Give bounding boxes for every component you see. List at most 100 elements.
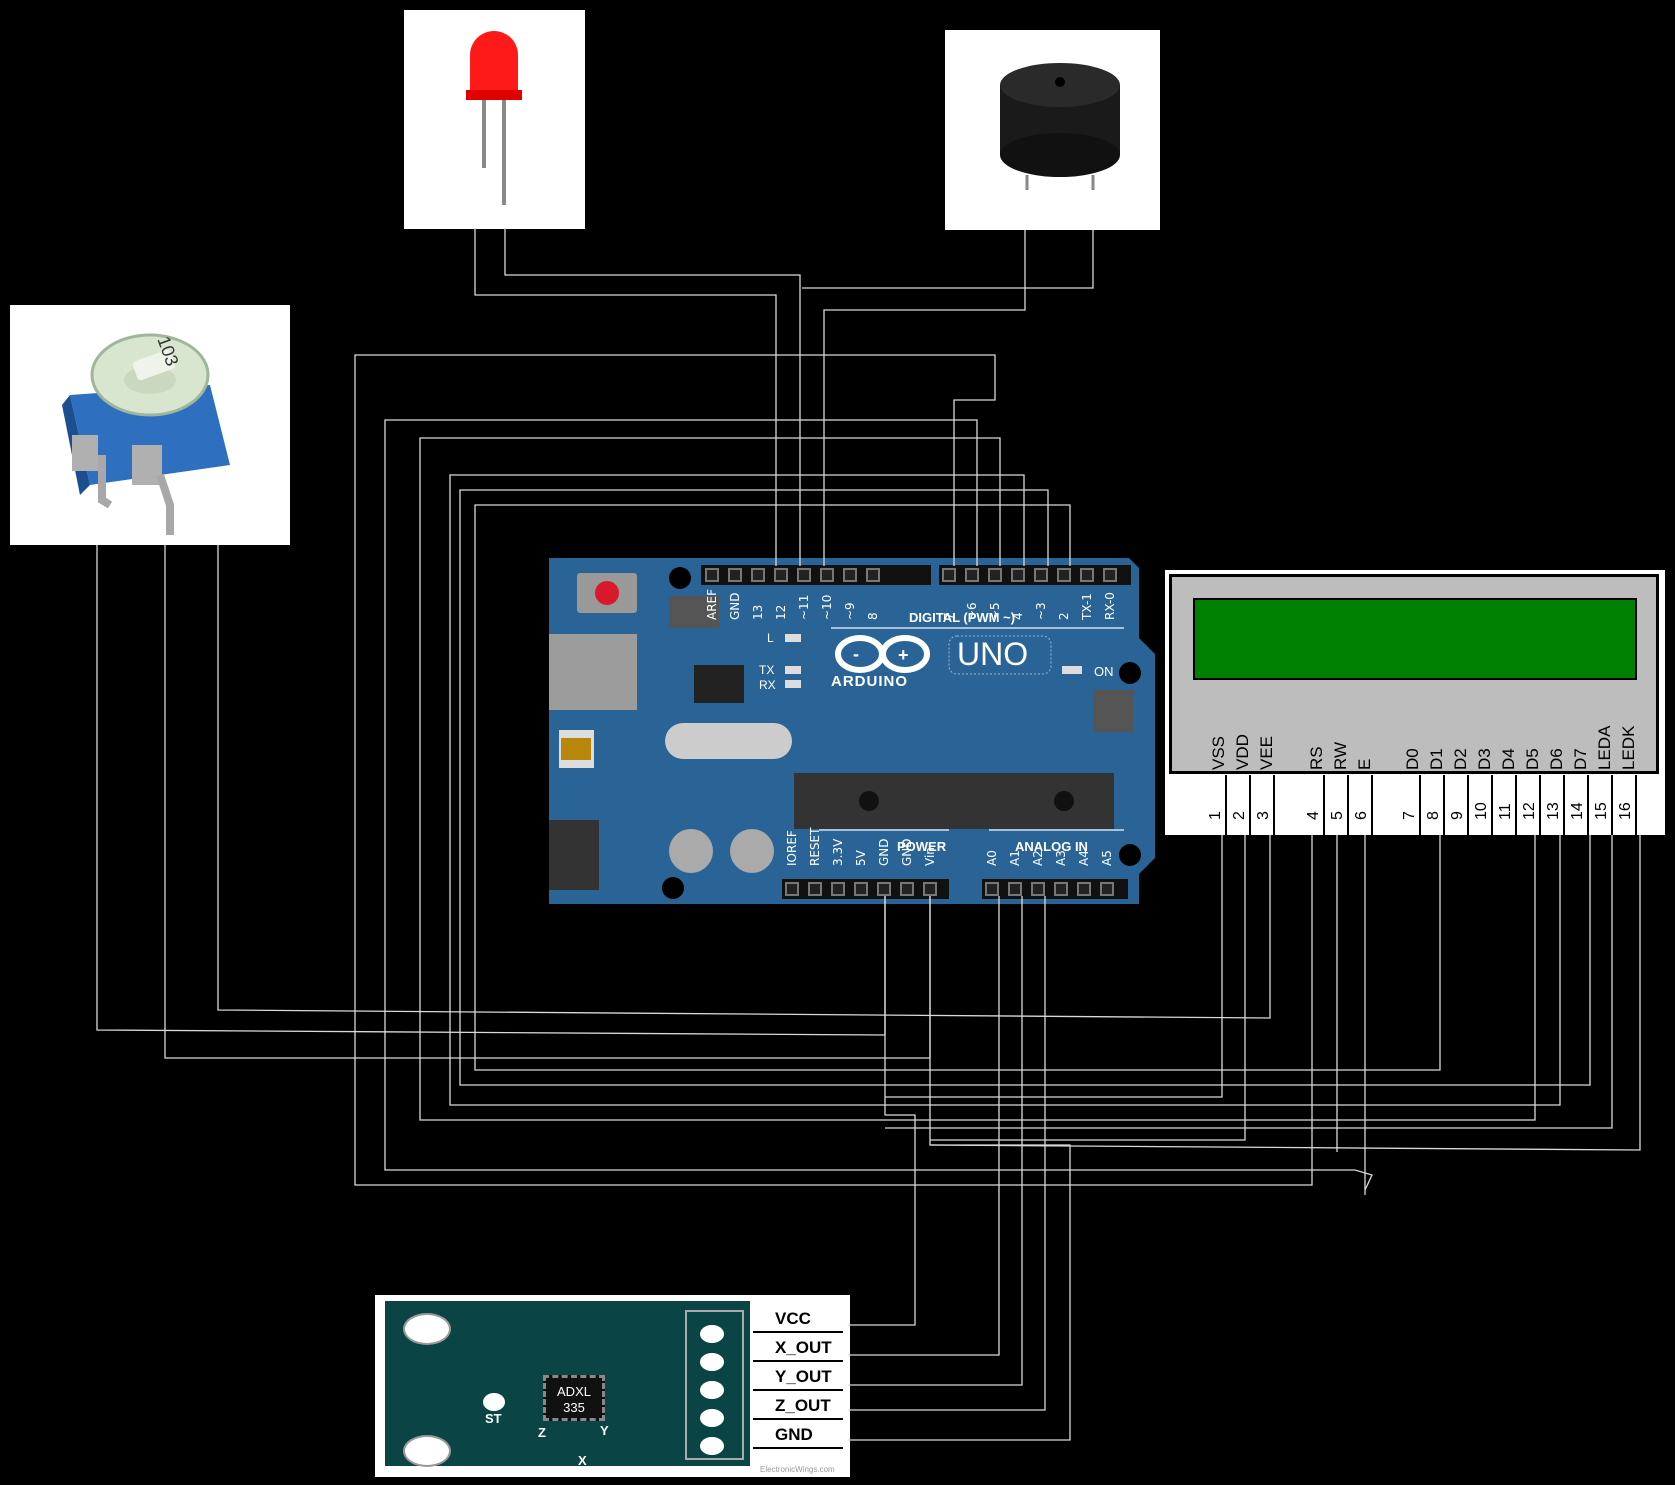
header-pin[interactable] (923, 882, 937, 896)
header-hole (700, 1437, 724, 1455)
wire-d6 (384, 419, 1373, 1191)
header-pin[interactable] (1100, 882, 1114, 896)
lcd-pin-line[interactable] (1635, 775, 1637, 835)
header-pin[interactable] (797, 568, 811, 582)
header-hole (700, 1409, 724, 1427)
accel-pin-line[interactable] (753, 1331, 843, 1333)
lcd-pin-line[interactable] (1419, 775, 1421, 835)
chip-line1: ADXL (557, 1384, 591, 1399)
axis-y: Y (600, 1423, 609, 1438)
header-pin[interactable] (1011, 568, 1025, 582)
accel-pin-line[interactable] (753, 1360, 843, 1362)
wire-lcd-vdd (930, 835, 1246, 1141)
accel-pin-label: Y_OUT (775, 1367, 832, 1386)
lcd-pin-line[interactable] (1491, 775, 1493, 835)
lcd-pin-line[interactable] (1225, 775, 1227, 835)
accel-pin-line[interactable] (753, 1389, 843, 1391)
wire-d4 (449, 474, 1561, 1106)
header-pin[interactable] (877, 882, 891, 896)
lcd-screen (1193, 598, 1637, 680)
wire-pot-wiper (164, 545, 931, 1059)
arduino-brand: ARDUINO (831, 673, 908, 690)
header-pin[interactable] (843, 568, 857, 582)
analog-header-label: ANALOG IN (1015, 839, 1088, 854)
lcd-pin-line[interactable] (1611, 775, 1613, 835)
led (404, 10, 585, 229)
adxl-chip: ADXL 335 (543, 1375, 605, 1421)
wire-led-anode-d13 (504, 228, 801, 566)
header-pin[interactable] (774, 568, 788, 582)
accel-pin-line[interactable] (753, 1418, 843, 1420)
potentiometer-image: 103 (62, 333, 230, 535)
lcd-pin-line[interactable] (1273, 775, 1275, 835)
accel-pin-label: VCC (775, 1309, 811, 1328)
wire-d2 (474, 504, 1441, 1071)
header-pin[interactable] (751, 568, 765, 582)
lcd-pin-line[interactable] (1323, 775, 1325, 835)
header-hole (700, 1325, 724, 1343)
header-pin[interactable] (988, 568, 1002, 582)
axis-x: X (578, 1453, 587, 1468)
wire-buzzer-gnd (802, 230, 1094, 289)
header-pin[interactable] (1057, 568, 1071, 582)
wire-d5 (419, 437, 1536, 1121)
watermark: ElectronicWings.com (760, 1465, 835, 1474)
wire-pot-left-5v (96, 545, 886, 1036)
header-pin[interactable] (965, 568, 979, 582)
lcd-pin-line[interactable] (1467, 775, 1469, 835)
header-pin[interactable] (831, 882, 845, 896)
header-pin[interactable] (942, 568, 956, 582)
header-pin[interactable] (728, 568, 742, 582)
header-pin[interactable] (1008, 882, 1022, 896)
wire-d7 (354, 354, 1313, 1186)
on-label: ON (1094, 664, 1114, 679)
tx-label: TX (759, 663, 775, 677)
accel-pin-label: Z_OUT (775, 1396, 831, 1415)
lcd-pin-line[interactable] (1249, 775, 1251, 835)
header-pin[interactable] (866, 568, 880, 582)
wire-acc-vcc (848, 896, 916, 1326)
header-pin[interactable] (705, 568, 719, 582)
header-hole (700, 1353, 724, 1371)
lcd-pin-line[interactable] (1515, 775, 1517, 835)
power-header-label: POWER (897, 839, 947, 854)
header-pin[interactable] (1080, 568, 1094, 582)
lcd-pin-line[interactable] (1587, 775, 1589, 835)
lcd-pin-line[interactable] (1371, 775, 1373, 835)
header-pin[interactable] (1077, 882, 1091, 896)
wire-led-cathode-gnd (474, 228, 777, 566)
wire-acc-gnd (848, 896, 1071, 1441)
rx-label: RX (759, 678, 776, 692)
header-pin[interactable] (854, 882, 868, 896)
accel-pin-label: GND (775, 1425, 813, 1444)
wire-lcd-leda (885, 835, 1613, 1129)
wire-lcd-ledk (929, 835, 1641, 1151)
arduino-uno: - + ARDUINO UNO DIGITAL (PWM ~) POWER AN… (549, 558, 1155, 904)
header-pin[interactable] (985, 882, 999, 896)
wire-lcd-vss (885, 835, 1223, 1098)
header-pin[interactable] (1034, 568, 1048, 582)
header-pin[interactable] (785, 882, 799, 896)
wire-acc-xout (848, 896, 1000, 1356)
header-pin[interactable] (808, 882, 822, 896)
buzzer (945, 30, 1160, 230)
header-pin[interactable] (900, 882, 914, 896)
header-pin[interactable] (1103, 568, 1117, 582)
chip-line2: 335 (563, 1400, 585, 1415)
lcd-pin-line[interactable] (1539, 775, 1541, 835)
lcd-pin-line[interactable] (1347, 775, 1349, 835)
wire-d3 (459, 489, 1591, 1086)
accel-pin-line[interactable] (753, 1447, 843, 1449)
buzzer-image (1000, 63, 1120, 190)
lcd-pin-line[interactable] (1443, 775, 1445, 835)
lcd-pin-line[interactable] (1563, 775, 1565, 835)
l-label: L (767, 631, 774, 645)
header-pin[interactable] (1031, 882, 1045, 896)
st-label: ST (485, 1411, 502, 1426)
header-pin[interactable] (820, 568, 834, 582)
pin-header (685, 1310, 744, 1460)
wire-acc-zout (848, 896, 1046, 1411)
header-pin[interactable] (1054, 882, 1068, 896)
